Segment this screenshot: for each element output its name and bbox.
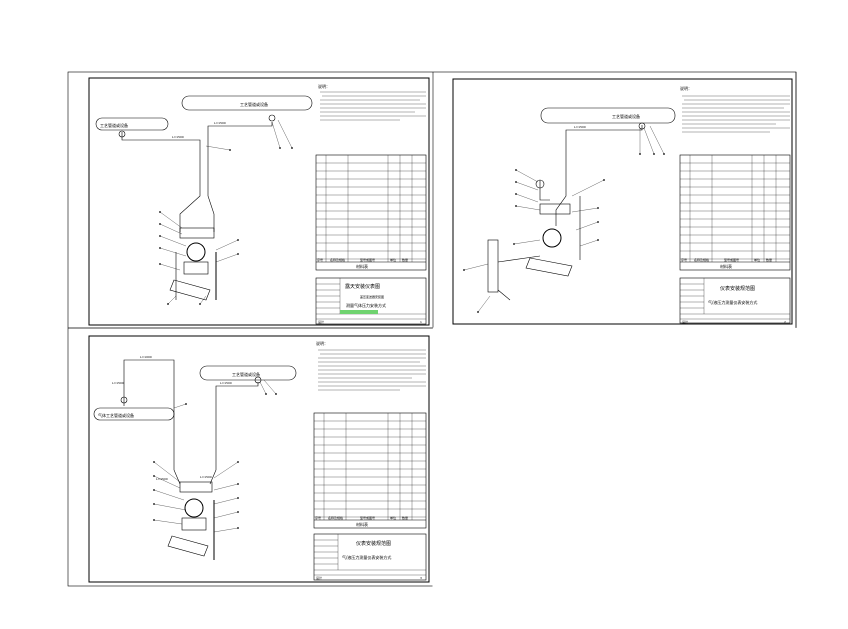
svg-text:单位: 单位: [754, 257, 760, 262]
empty-quadrant: [432, 327, 797, 587]
svg-text:数量: 数量: [766, 257, 772, 262]
drawing-sheet-1: 说明： 工艺管道或设备 工艺管道或设备 L=1500 L=1500: [88, 77, 430, 326]
sheet-3-manifold: [179, 481, 213, 493]
drawing-sheet-2: 说明： 工艺管道或设备 L=1500: [452, 78, 793, 325]
svg-text:3: 3: [420, 576, 422, 580]
sheet-1-impulse-line-b: [207, 122, 273, 232]
sheet-3-notes-lines: [318, 349, 426, 391]
sheet-2-dim: L=1500: [574, 125, 586, 129]
sheet-1-material-table: 序号 名称及规格 型号或图号 单位 数量 材料表: [315, 154, 427, 271]
svg-text:单位: 单位: [390, 257, 396, 262]
svg-text:设计: 设计: [682, 319, 688, 324]
sheet-1-transmitter: [186, 242, 206, 262]
sheet-1-support-bracket: [169, 279, 211, 301]
svg-text:材料表: 材料表: [720, 263, 732, 269]
sheet-1-pipe-label-left: 工艺管道或设备: [100, 122, 128, 128]
svg-text:仪表安装规范图: 仪表安装规范图: [720, 285, 755, 292]
svg-text:设计: 设计: [316, 575, 322, 580]
sheet-3-pipe-label-right: 工艺管道或设备: [232, 371, 260, 377]
sheet-1-root-valve-left: [118, 130, 126, 138]
svg-text:序号: 序号: [681, 257, 687, 262]
sheet-3-dim-d: L=1500: [200, 475, 212, 479]
sheet-2-branch-line: [539, 180, 581, 260]
sheet-2-material-table: 序号 名称及规格 型号或图号 单位 数量 材料表: [679, 154, 791, 271]
sheet-1-dim-b: L=1500: [214, 121, 226, 125]
sheet-2-title-block: 仪表安装规范图 气/液压力测量仪表安装方式 设计 2: [679, 277, 791, 324]
sheet-3-process-pipe-right: [199, 365, 297, 381]
svg-text:数量: 数量: [402, 257, 408, 262]
sheet-1-border: [88, 77, 430, 326]
sheet-3-border: [88, 335, 430, 583]
sheet-3-dim-c: L=1500: [220, 381, 232, 385]
svg-text:差压变送器安装图: 差压变送器安装图: [360, 294, 384, 299]
sheet-3-root-valve-right: [254, 376, 262, 384]
svg-text:型号或图号: 型号或图号: [360, 257, 375, 262]
svg-text:名称及规格: 名称及规格: [328, 515, 343, 520]
sheet-3-dim-a: L=1000: [140, 355, 152, 359]
sheet-2-transmitter: [542, 228, 562, 248]
sheet-2-root-valve: [638, 122, 646, 130]
drawing-sheet-3: 说明： 工艺管道或设备 气体工艺管道或设备 L=1000 L=1500 L=15…: [88, 335, 430, 583]
svg-text:序号: 序号: [315, 515, 321, 520]
sheet-1-process-pipe-left: [95, 117, 169, 131]
sheet-3-callout-dots: [153, 393, 277, 529]
sheet-3-root-valve-left: [120, 396, 128, 404]
sheet-1-notes-title: 说明：: [318, 83, 330, 89]
sheet-2-process-pipe: [540, 107, 676, 124]
svg-text:材料表: 材料表: [356, 263, 368, 269]
sheet-1-transmitter-body: [183, 261, 209, 275]
svg-text:气/液压力测量仪表安装方式: 气/液压力测量仪表安装方式: [342, 554, 391, 560]
sheet-2-gauge-connection: [497, 255, 541, 301]
sheet-1-impulse-line-a: [121, 132, 201, 232]
sheet-2-support-bracket: [525, 257, 573, 277]
sheet-1-process-pipe-right: [181, 95, 313, 111]
svg-text:数量: 数量: [402, 515, 408, 520]
svg-text:型号或图号: 型号或图号: [360, 515, 375, 520]
svg-text:仪表安装规范图: 仪表安装规范图: [356, 540, 391, 547]
sheet-2-impulse-line: [555, 125, 643, 226]
sheet-3-material-table: 序号 名称及规格 型号或图号 单位 数量 材料表: [313, 412, 427, 529]
sheet-1-pipe-label-right: 工艺管道或设备: [240, 101, 268, 107]
svg-text:露天安装仪表图: 露天安装仪表图: [345, 283, 380, 290]
sheet-3-support-bracket: [167, 535, 209, 557]
svg-text:设计: 设计: [318, 319, 324, 324]
sheet-3-transmitter-body: [181, 517, 207, 531]
svg-text:1: 1: [420, 320, 422, 324]
svg-text:测量气体压力安装方式: 测量气体压力安装方式: [346, 302, 386, 308]
sheet-1-root-valve-right: [268, 114, 276, 122]
sheet-2-notes-lines: [682, 95, 790, 133]
sheet-3-notes-title: 说明：: [316, 340, 328, 346]
sheet-3-dim-b: L=1500: [112, 381, 124, 385]
sheet-3-transmitter: [184, 498, 204, 518]
sheet-1-dim-a: L=1500: [172, 135, 184, 139]
sheet-2-pipe-label: 工艺管道或设备: [612, 113, 640, 119]
sheet-1-notes-lines: [320, 91, 426, 121]
sheet-3-pipe-label-left: 气体工艺管道或设备: [98, 412, 134, 418]
sheet-3-callouts: [153, 379, 277, 533]
sheet-3-dim-e: L=1500: [156, 477, 168, 481]
sheet-2-callouts: [463, 125, 665, 313]
sheet-1-manifold: [179, 227, 215, 239]
sheet-2-notes-title: 说明：: [680, 85, 692, 91]
svg-text:单位: 单位: [390, 515, 396, 520]
sheet-1-callouts: [159, 119, 293, 305]
sheet-3-impulse-line-a: [123, 359, 181, 485]
sheet-3-impulse-line-b: [209, 382, 259, 485]
sheet-2-border: [452, 78, 793, 325]
sheet-2-gauge-column: [487, 239, 499, 293]
sheet-2-manifold: [539, 203, 571, 215]
svg-text:型号或图号: 型号或图号: [724, 257, 739, 262]
sheet-2-valve-top: [535, 179, 545, 189]
sheet-1-title-block: 露天安装仪表图 差压变送器安装图 测量气体压力安装方式 设计 1: [315, 277, 427, 325]
svg-text:序号: 序号: [317, 257, 323, 262]
svg-text:名称及规格: 名称及规格: [694, 257, 709, 262]
svg-text:名称及规格: 名称及规格: [330, 257, 345, 262]
svg-text:材料表: 材料表: [356, 521, 368, 527]
sheet-1-callout-dots: [159, 147, 293, 305]
svg-text:气/液压力测量仪表安装方式: 气/液压力测量仪表安装方式: [708, 299, 757, 305]
sheet-3-title-block: 仪表安装规范图 气/液压力测量仪表安装方式 设计 3: [313, 533, 427, 581]
sheet-2-callout-dots: [463, 153, 665, 313]
svg-text:2: 2: [784, 320, 786, 324]
